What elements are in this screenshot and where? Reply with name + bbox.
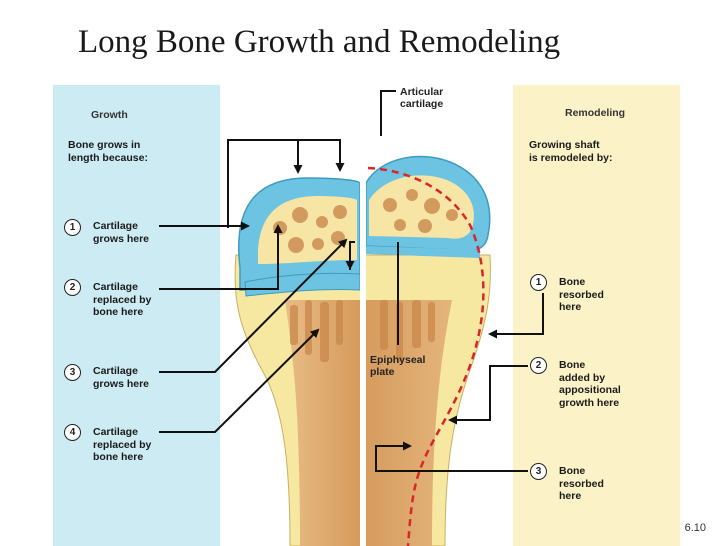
remodeling-heading: Remodeling bbox=[565, 107, 626, 119]
remodel-step-1-number: 1 bbox=[530, 274, 547, 291]
growth-step-4-label: Cartilage replaced by bone here bbox=[93, 426, 151, 464]
growth-step-2-line-3: bone here bbox=[93, 306, 144, 318]
remodel-step-1-line-3: here bbox=[559, 301, 582, 313]
epiphyseal-plate-label: Epiphyseal plate bbox=[370, 354, 425, 378]
remodel-step-2-line-4: growth here bbox=[559, 396, 620, 409]
remodel-step-3-line-2: resorbed bbox=[559, 477, 604, 490]
remodel-step-3-line-1: Bone bbox=[559, 465, 586, 477]
growth-step-4-line-1: Cartilage bbox=[93, 426, 138, 438]
remodel-step-2-number: 2 bbox=[530, 357, 547, 374]
articular-pointer bbox=[380, 90, 396, 136]
remodeling-panel: Remodeling Growing shaft is remodeled by… bbox=[513, 85, 680, 546]
growth-intro-line-2: length because: bbox=[68, 151, 148, 164]
remodel-step-3-number: 3 bbox=[530, 463, 547, 480]
growth-step-2-label: Cartilage replaced by bone here bbox=[93, 281, 151, 319]
remodel-step-3-line-3: here bbox=[559, 490, 582, 502]
growth-arrow-3 bbox=[159, 238, 348, 373]
growth-step-3-number: 3 bbox=[64, 364, 81, 381]
growth-step-1-line-1: Cartilage bbox=[93, 220, 138, 232]
remodel-step-1-label: Bone resorbed here bbox=[559, 276, 604, 314]
epiphysis-left bbox=[257, 196, 357, 264]
remodel-step-3-label: Bone resorbed here bbox=[559, 465, 604, 503]
remodeling-intro-line-1: Growing shaft bbox=[529, 139, 600, 151]
growth-arrow-2 bbox=[159, 224, 283, 290]
remodel-arrow-2 bbox=[448, 365, 528, 425]
remodel-arrow-1 bbox=[488, 293, 544, 339]
remodel-step-2-line-1: Bone bbox=[559, 359, 586, 371]
growth-step-2-line-1: Cartilage bbox=[93, 281, 138, 293]
spongy-epiphysis-right bbox=[383, 189, 458, 233]
remodel-step-1-line-1: Bone bbox=[559, 276, 586, 288]
growth-panel: Growth Bone grows in length because: 1 C… bbox=[53, 85, 220, 546]
growth-step-1-line-2: grows here bbox=[93, 232, 150, 245]
articular-line-2: cartilage bbox=[400, 98, 444, 110]
growth-intro-line-1: Bone grows in bbox=[68, 139, 141, 151]
epiphyseal-line-1: Epiphyseal bbox=[370, 354, 426, 366]
remodeling-line bbox=[367, 166, 485, 546]
growth-heading: Growth bbox=[91, 109, 128, 121]
articular-line-1: Articular bbox=[400, 86, 444, 98]
spongy-bone bbox=[290, 300, 435, 362]
remodel-step-2-label: Bone added by appositional growth here bbox=[559, 359, 621, 409]
growth-step-3-line-2: grows here bbox=[93, 377, 150, 390]
page-title: Long Bone Growth and Remodeling bbox=[78, 24, 561, 60]
growth-step-4-line-3: bone here bbox=[93, 451, 144, 463]
slide-number: 6.10 bbox=[684, 522, 706, 534]
growth-step-2-line-2: replaced by bbox=[93, 293, 152, 306]
remodel-step-2-line-2: added by bbox=[559, 371, 606, 384]
remodeling-intro: Growing shaft is remodeled by: bbox=[529, 139, 612, 164]
growth-step-4-line-2: replaced by bbox=[93, 438, 152, 451]
growth-step-3-line-1: Cartilage bbox=[93, 365, 138, 377]
growth-step-3-label: Cartilage grows here bbox=[93, 365, 149, 390]
remodel-arrow-3 bbox=[375, 441, 528, 472]
articular-cartilage-label: Articular cartilage bbox=[400, 86, 443, 110]
growth-step-1-number: 1 bbox=[64, 219, 81, 236]
growth-arrow-top bbox=[227, 139, 345, 228]
growth-step-2-number: 2 bbox=[64, 279, 81, 296]
growth-plate-right bbox=[366, 246, 480, 258]
remodeling-intro-line-2: is remodeled by: bbox=[529, 151, 613, 164]
remodel-step-2-line-3: appositional bbox=[559, 384, 621, 396]
epiphyseal-line-2: plate bbox=[370, 366, 395, 378]
growth-arrow-4 bbox=[159, 328, 320, 433]
growth-intro: Bone grows in length because: bbox=[68, 139, 148, 164]
growth-step-1-label: Cartilage grows here bbox=[93, 220, 149, 245]
growth-step-4-number: 4 bbox=[64, 424, 81, 441]
section-divider bbox=[360, 140, 366, 546]
remodel-step-1-line-2: resorbed bbox=[559, 288, 604, 301]
